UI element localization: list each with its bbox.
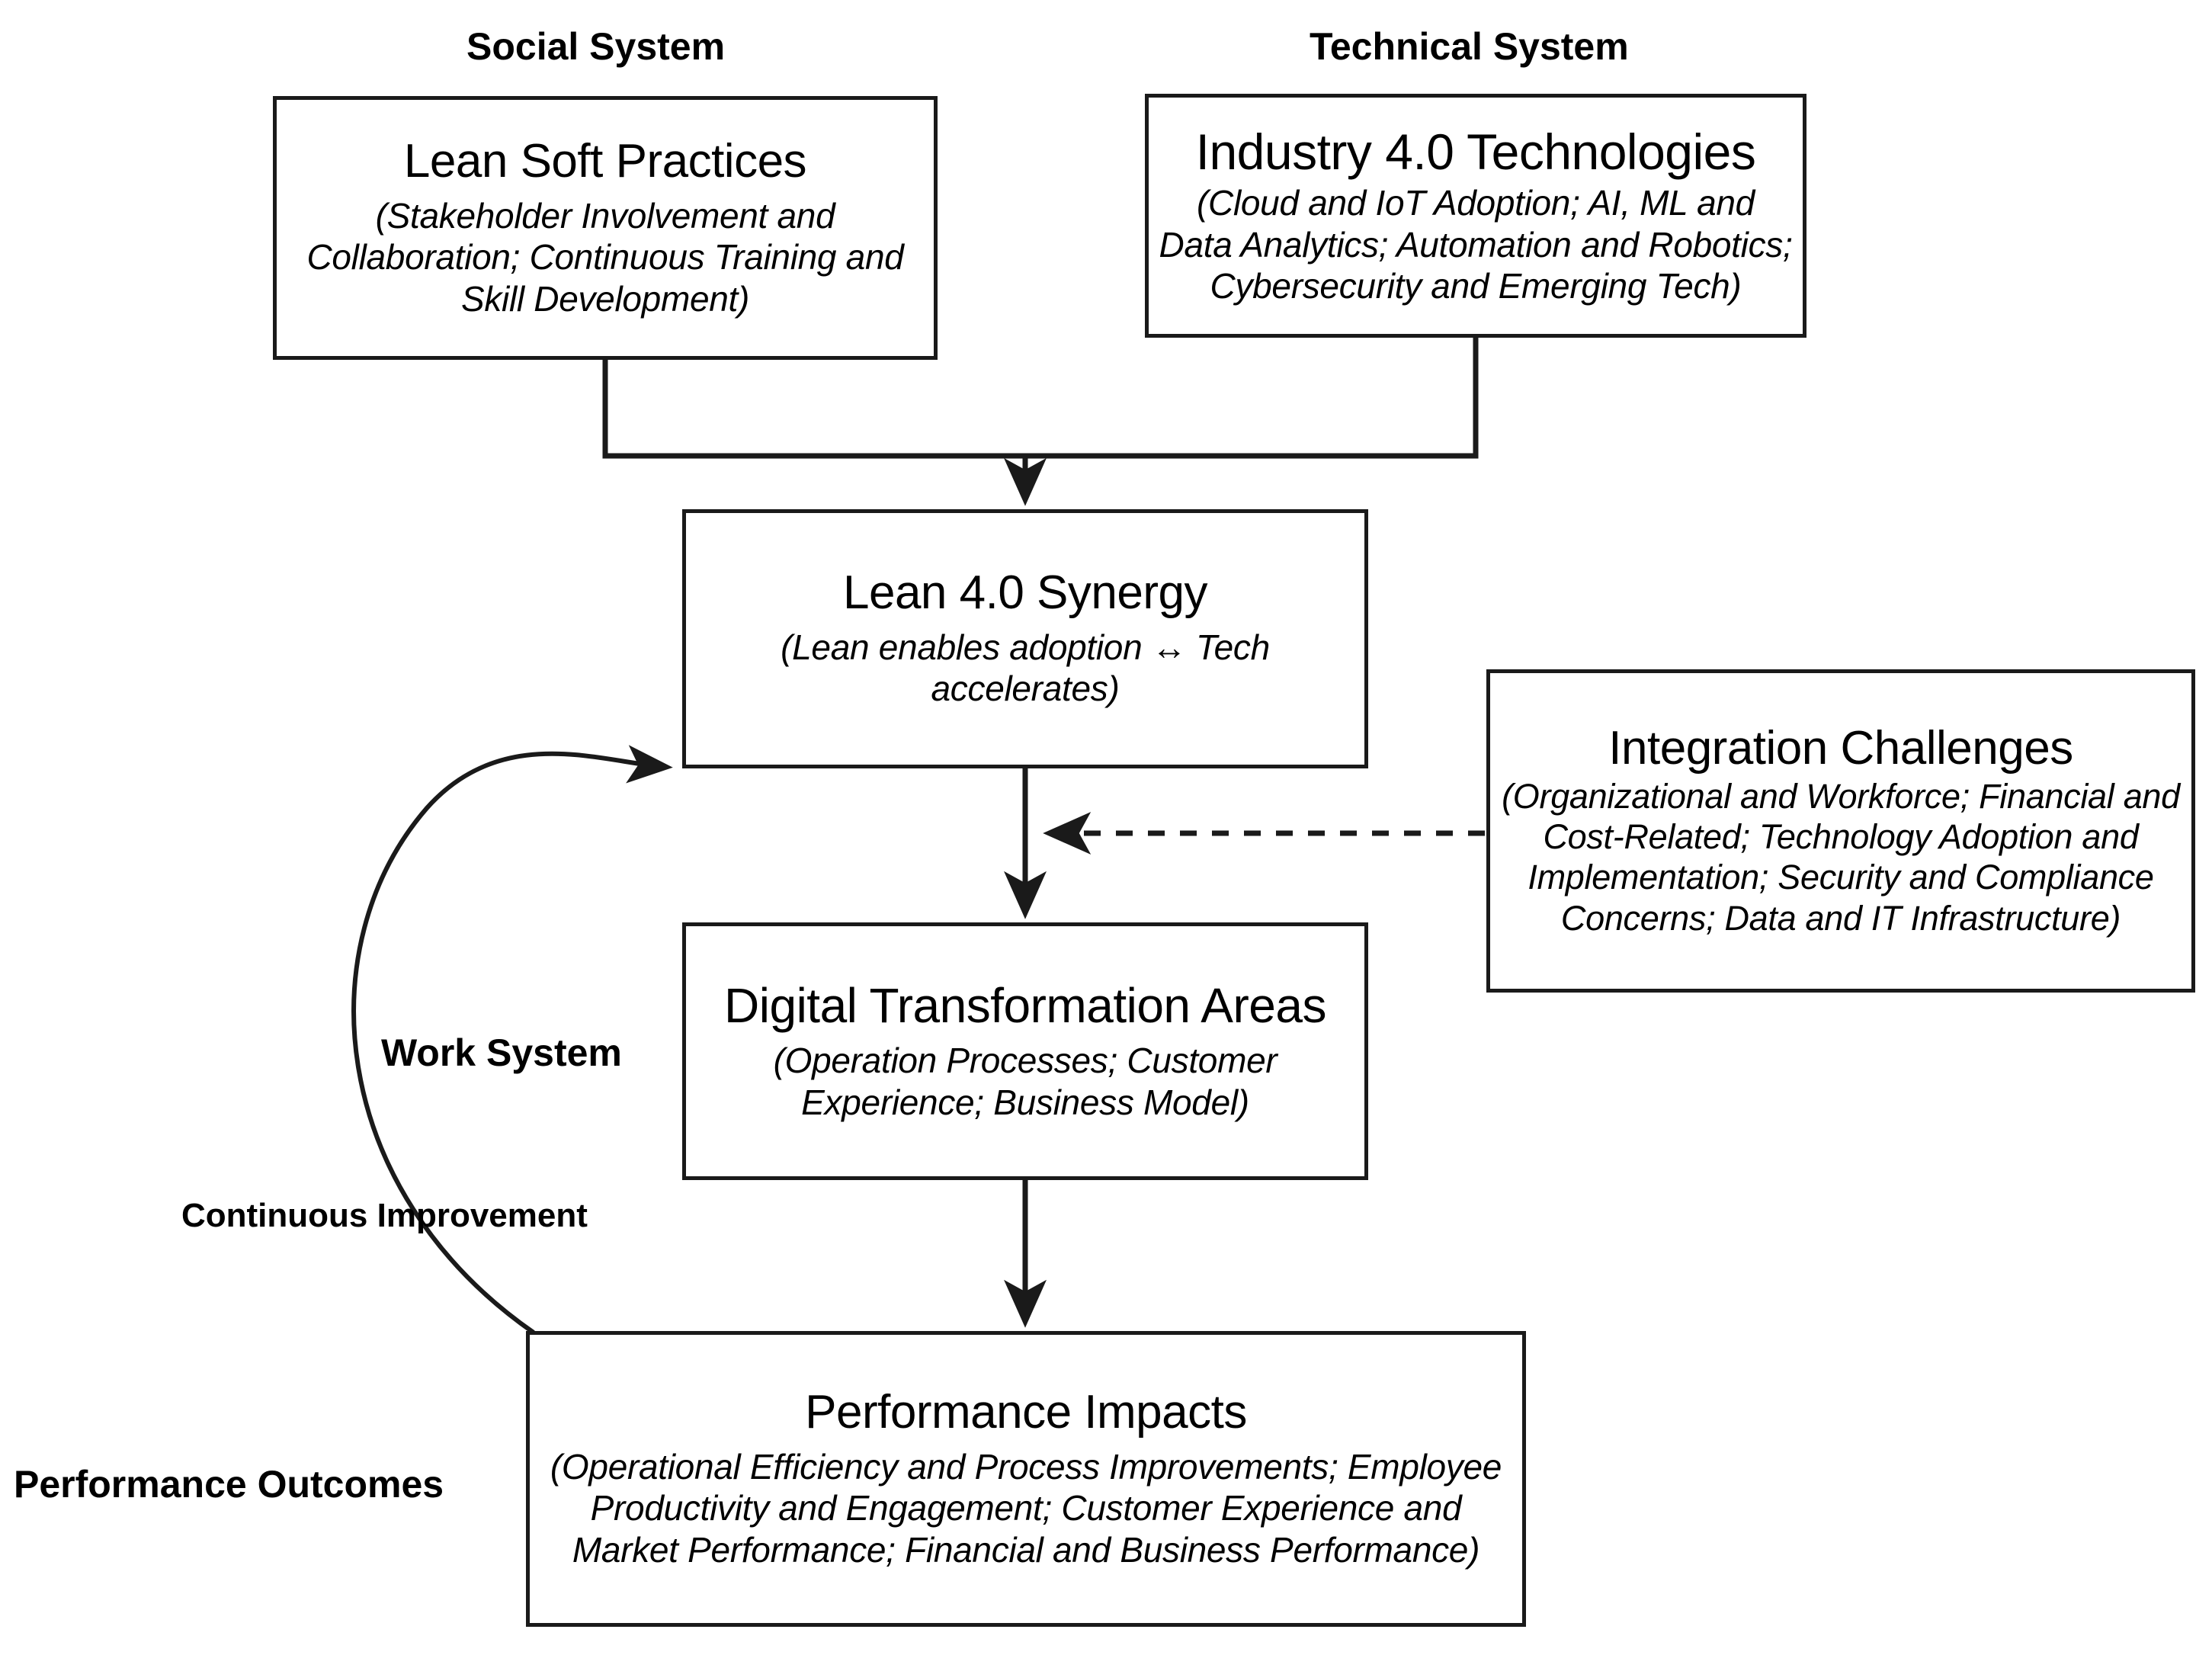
caption-technical-system: Technical System [1310,25,1629,68]
caption-social-system: Social System [466,25,726,68]
node-subtitle: (Operation Processes; Customer Experienc… [773,1041,1278,1122]
node-integration-challenges[interactable]: Integration Challenges (Organizational a… [1486,669,2195,993]
node-digital-transformation-areas[interactable]: Digital Transformation Areas (Operation … [682,922,1368,1180]
node-title: Lean Soft Practices [403,135,807,188]
node-lean-40-synergy[interactable]: Lean 4.0 Synergy (Lean enables adoption … [682,509,1368,768]
node-title: Industry 4.0 Technologies [1195,123,1756,180]
caption-performance-outcomes: Performance Outcomes [14,1463,444,1506]
edge-lean-soft-to-junction [602,360,1025,459]
node-lean-soft-practices[interactable]: Lean Soft Practices (Stakeholder Involve… [273,96,938,360]
node-subtitle: (Organizational and Workforce; Financial… [1502,777,2180,938]
node-subtitle: (Stakeholder Involvement and Collaborati… [306,196,904,319]
node-industry-40-technologies[interactable]: Industry 4.0 Technologies (Cloud and IoT… [1145,94,1806,338]
node-title: Digital Transformation Areas [724,978,1326,1034]
caption-work-system: Work System [381,1031,622,1074]
node-title: Lean 4.0 Synergy [842,566,1208,620]
node-performance-impacts[interactable]: Performance Impacts (Operational Efficie… [526,1331,1526,1627]
node-subtitle: (Cloud and IoT Adoption; AI, ML and Data… [1159,183,1793,306]
node-subtitle: (Lean enables adoption ↔ Tech accelerate… [781,627,1270,709]
edge-industry40-to-junction [1025,338,1479,459]
node-title: Integration Challenges [1608,722,2073,775]
node-title: Performance Impacts [805,1386,1247,1439]
caption-continuous-improvement: Continuous Improvement [181,1197,588,1234]
node-subtitle: (Operational Efficiency and Process Impr… [550,1447,1502,1570]
